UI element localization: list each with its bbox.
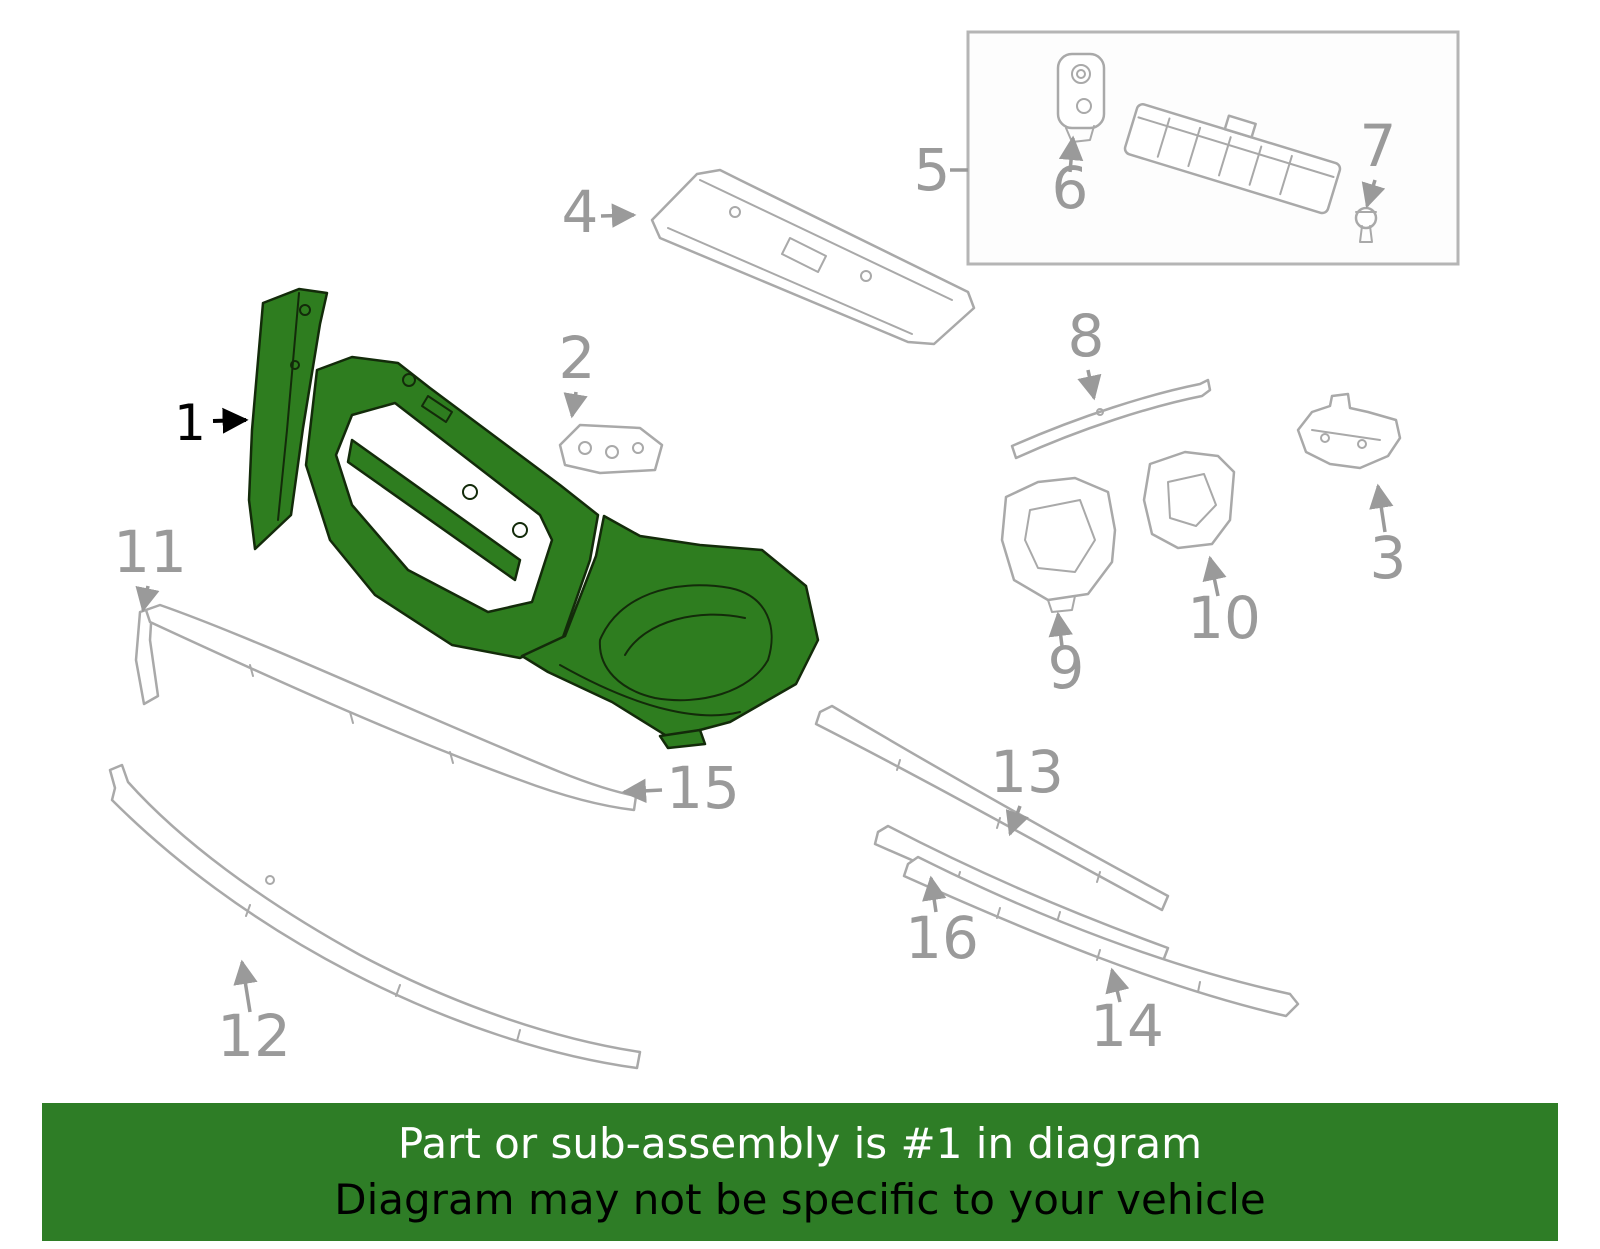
callout-12-label[interactable]: 12 bbox=[217, 1002, 291, 1070]
callout-9-arrow bbox=[1048, 611, 1073, 647]
part-2-bracket[interactable] bbox=[558, 423, 664, 475]
part-1-bumper-cover[interactable] bbox=[247, 287, 820, 750]
callout-7-label[interactable]: 7 bbox=[1360, 112, 1397, 180]
part-10-air-duct[interactable] bbox=[1142, 450, 1236, 550]
callout-16-arrow bbox=[922, 875, 947, 913]
callout-16-label[interactable]: 16 bbox=[905, 904, 979, 972]
banner-line-2: Diagram may not be specific to your vehi… bbox=[334, 1175, 1266, 1224]
callout-14-arrow bbox=[1105, 967, 1130, 1003]
callout-11-arrow bbox=[135, 585, 160, 613]
callout-10-label[interactable]: 10 bbox=[1187, 584, 1261, 652]
callout-8-arrow bbox=[1077, 369, 1102, 401]
part-8-molding-strip[interactable] bbox=[1010, 378, 1212, 460]
part-4-sight-shield[interactable] bbox=[650, 168, 976, 346]
callout-7-arrow bbox=[1361, 179, 1386, 209]
callout-15-arrow bbox=[621, 778, 663, 804]
part-12-lower-trim-strip[interactable] bbox=[108, 763, 642, 1070]
part-7-shutter-assembly[interactable] bbox=[1123, 89, 1346, 215]
callout-6-arrow bbox=[1058, 135, 1084, 173]
callout-15-label[interactable]: 15 bbox=[666, 754, 740, 822]
part-13-upper-trim-strip[interactable] bbox=[814, 704, 1170, 912]
callout-10-arrow bbox=[1202, 555, 1227, 597]
part-9-air-guide-bracket[interactable] bbox=[1000, 476, 1117, 613]
callout-2-arrow bbox=[563, 391, 588, 419]
callout-3-arrow bbox=[1369, 483, 1394, 533]
callout-3-label[interactable]: 3 bbox=[1370, 524, 1407, 592]
part-3-side-bracket[interactable] bbox=[1296, 392, 1402, 470]
banner-line-1: Part or sub-assembly is #1 in diagram bbox=[397, 1118, 1203, 1168]
callout-1-label[interactable]: 1 bbox=[174, 394, 206, 452]
callout-5-label[interactable]: 5 bbox=[914, 136, 951, 204]
callout-12-arrow bbox=[233, 959, 258, 1013]
callout-4-label[interactable]: 4 bbox=[562, 178, 599, 246]
part-14-lower-strip[interactable] bbox=[902, 855, 1300, 1018]
callout-14-label[interactable]: 14 bbox=[1090, 992, 1164, 1060]
callout-4-arrow bbox=[600, 203, 637, 228]
callout-2-label[interactable]: 2 bbox=[559, 324, 596, 392]
part-11-lower-molding[interactable] bbox=[134, 603, 638, 812]
callout-9-label[interactable]: 9 bbox=[1048, 634, 1085, 702]
callout-13-label[interactable]: 13 bbox=[990, 738, 1064, 806]
callout-6-label[interactable]: 6 bbox=[1052, 154, 1089, 222]
vehicle-note-banner: Part or sub-assembly is #1 in diagram Di… bbox=[42, 1103, 1558, 1241]
callout-11-label[interactable]: 11 bbox=[113, 518, 187, 586]
callout-13-arrow bbox=[1005, 805, 1029, 837]
callout-8-label[interactable]: 8 bbox=[1068, 302, 1105, 370]
callout-1-arrow bbox=[212, 407, 249, 434]
